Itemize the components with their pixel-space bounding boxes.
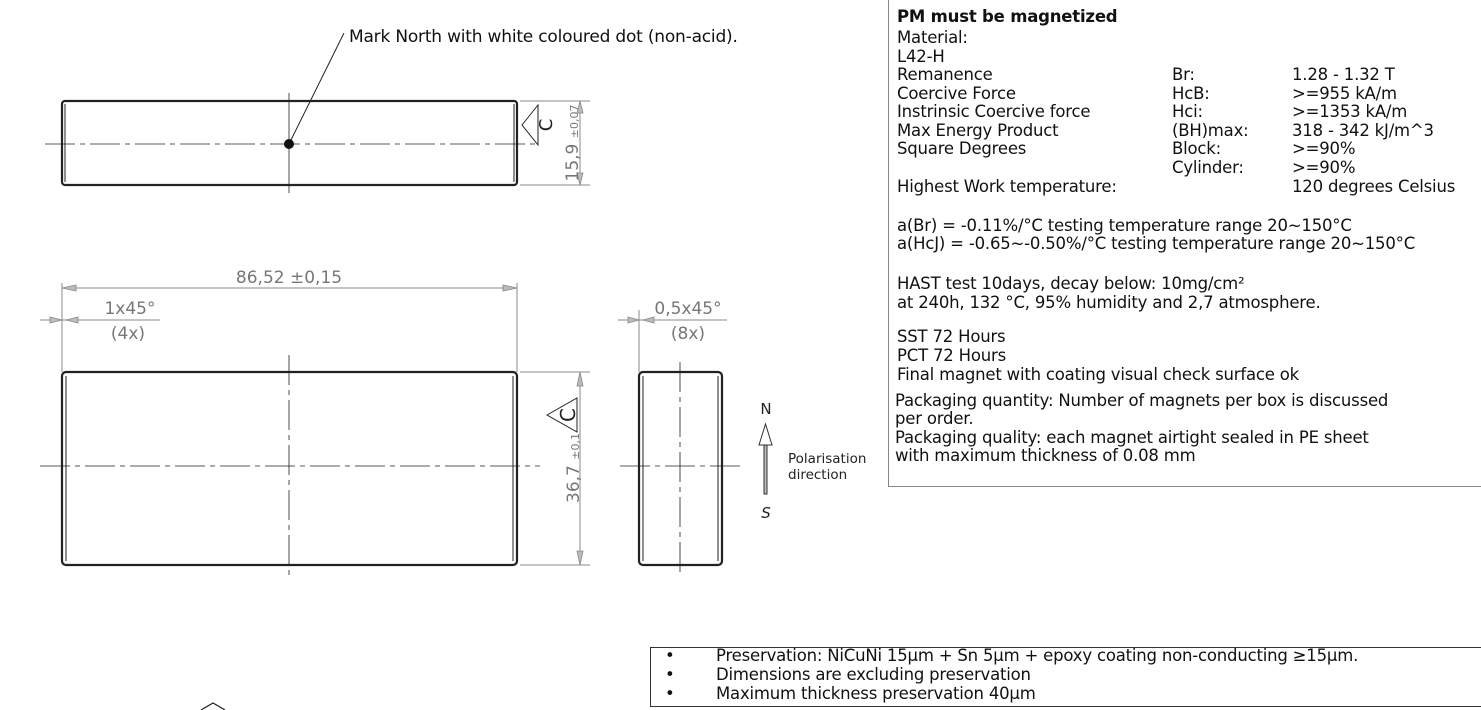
coef-br: a(Br) = -0.11%/°C testing temperature ra… [897, 216, 1352, 235]
hast-line-2: at 240h, 132 °C, 95% humidity and 2,7 at… [897, 293, 1321, 312]
north-mark-dot [284, 139, 294, 149]
surface-finish-symbol-front-icon [545, 397, 578, 433]
spec-row-symbol: Br: [1172, 65, 1195, 84]
chamfer-side: 0,5x45° [654, 299, 721, 319]
hast-line-1: HAST test 10days, decay below: 10mg/cm² [897, 274, 1245, 293]
dim-length: 86,52 ±0,15 [236, 268, 342, 288]
spec-row-symbol: HcB: [1172, 84, 1210, 103]
top-view-outline [60, 99, 519, 187]
leader-note: Mark North with white coloured dot (non-… [349, 27, 738, 47]
pole-south: S [761, 504, 771, 522]
spec-row-name: Coercive Force [897, 84, 1016, 103]
surface-symbol-top-label: C [536, 119, 557, 132]
dim-height-front: 36,7 [564, 465, 584, 503]
spec-row-symbol: (BH)max: [1172, 121, 1249, 140]
dim-height-front-tol: ±0,1 [569, 433, 582, 460]
spec-row-symbol: Block: [1172, 139, 1221, 158]
spec-row-name: Remanence [897, 65, 993, 84]
chevron-mark-icon [200, 702, 226, 710]
spec-row-name: Max Energy Product [897, 121, 1059, 140]
notes-box [650, 647, 1481, 707]
material-label: Material: [897, 28, 968, 47]
leader-line [288, 32, 345, 145]
pct: PCT 72 Hours [897, 346, 1006, 365]
chamfer-front-count: (4x) [111, 324, 145, 344]
spec-row-value: >=90% [1292, 139, 1356, 158]
polarisation-label-2: direction [788, 467, 847, 483]
note-item: Preservation: NiCuNi 15µm + Sn 5µm + epo… [716, 646, 1359, 665]
note-item: Dimensions are excluding preservation [716, 665, 1031, 684]
chamfer-front: 1x45° [104, 299, 155, 319]
surface-finish-symbol-top-icon [521, 103, 539, 147]
sst: SST 72 Hours [897, 327, 1006, 346]
pole-north: N [760, 400, 771, 418]
note-item: Maximum thickness preservation 40µm [716, 684, 1036, 703]
polarisation-label-1: Polarisation [788, 451, 866, 467]
dim-height-front-label: 36,7 ±0,1 [564, 433, 584, 503]
work-temp-value: 120 degrees Celsius [1292, 177, 1456, 196]
spec-title: PM must be magnetized [897, 7, 1118, 26]
spec-row-value: >=955 kA/m [1292, 84, 1397, 103]
dim-height-top-tol: ±0,07 [568, 105, 581, 139]
dimension-arrowheads [49, 100, 655, 566]
surface-symbol-front-label: C [556, 408, 580, 422]
polarisation-arrow-icon [758, 422, 773, 495]
coef-hcj: a(HcJ) = -0.65~-0.50%/°C testing tempera… [897, 234, 1416, 253]
spec-row-name: Square Degrees [897, 139, 1027, 158]
chamfer-side-count: (8x) [671, 324, 705, 344]
bullet: • [665, 646, 675, 665]
pack-quality-2: with maximum thickness of 0.08 mm [895, 446, 1196, 465]
pack-quality-1: Packaging quality: each magnet airtight … [895, 428, 1369, 447]
bullet: • [665, 684, 675, 703]
pack-qty-2: per order. [895, 409, 974, 428]
spec-row-symbol: Cylinder: [1172, 158, 1244, 177]
spec-row-value: 318 - 342 kJ/m^3 [1292, 121, 1434, 140]
front-view-outline [60, 370, 519, 567]
dim-height-top-label: 15,9 ±0,07 [563, 105, 583, 182]
material-value: L42-H [897, 47, 945, 66]
pack-qty-1: Packaging quantity: Number of magnets pe… [895, 391, 1389, 410]
spec-row-symbol: Hci: [1172, 102, 1203, 121]
spec-row-value: >=1353 kA/m [1292, 102, 1408, 121]
dim-height-top: 15,9 [563, 144, 583, 182]
bullet: • [665, 665, 675, 684]
spec-row-value: 1.28 - 1.32 T [1292, 65, 1395, 84]
spec-block [888, 0, 1481, 487]
side-view-outline [637, 370, 724, 567]
final-check: Final magnet with coating visual check s… [897, 365, 1299, 384]
spec-row-name: Instrinsic Coercive force [897, 102, 1091, 121]
work-temp-label: Highest Work temperature: [897, 177, 1117, 196]
spec-row-value: >=90% [1292, 158, 1356, 177]
